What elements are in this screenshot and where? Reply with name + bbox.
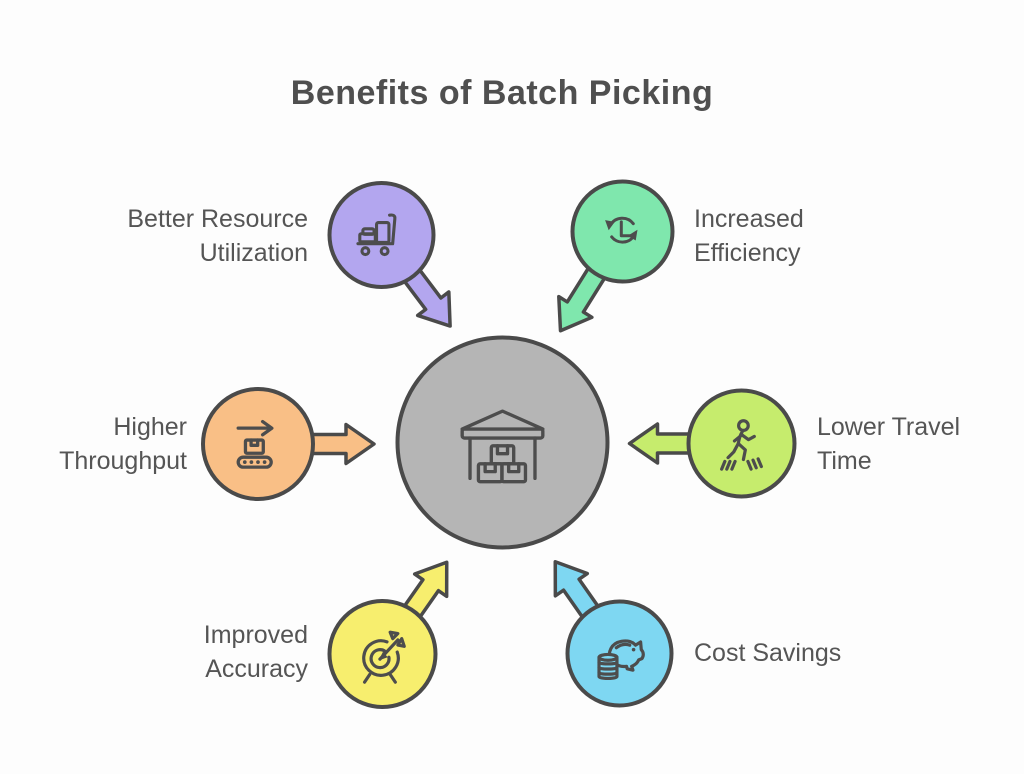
- label-lower-travel-time: Lower Travel Time: [817, 413, 961, 475]
- clock-refresh-icon: [605, 216, 638, 244]
- conveyor-belt-icon: [236, 419, 274, 469]
- warehouse-icon: [460, 409, 545, 484]
- circle-better-resource: [327, 181, 436, 289]
- piggy-bank-icon: [597, 639, 645, 681]
- label-higher-throughput: Higher Throughput: [59, 413, 187, 475]
- hand-truck-icon: [356, 213, 397, 257]
- center-circle: [395, 335, 610, 550]
- circle-cost-savings: [565, 599, 674, 708]
- target-arrow-icon: [362, 630, 406, 684]
- circle-lower-travel-time: [686, 388, 797, 499]
- label-cost-savings: Cost Savings: [694, 639, 842, 667]
- label-improved-accuracy: Improved Accuracy: [203, 621, 308, 683]
- label-better-resource-utilization: Better Resource Utilization: [127, 205, 308, 267]
- page-title: Benefits of Batch Picking: [290, 74, 714, 112]
- label-increased-efficiency: Increased Efficiency: [694, 205, 804, 267]
- walking-person-icon: [720, 419, 763, 471]
